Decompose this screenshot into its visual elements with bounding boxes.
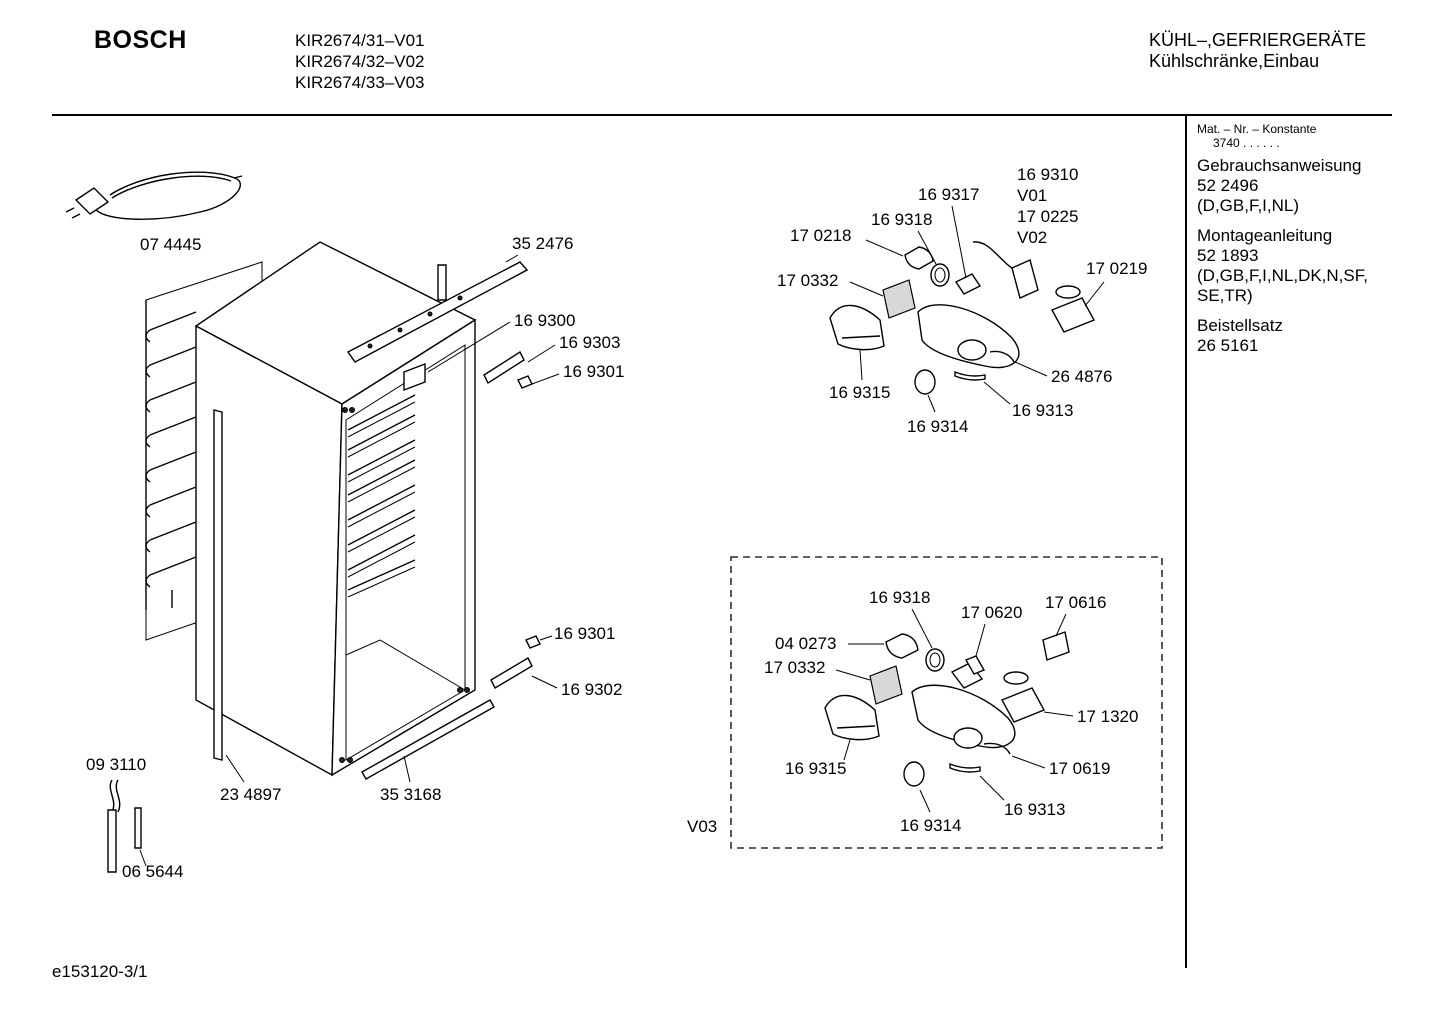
part-number: 17 0218 <box>790 226 851 245</box>
manual-languages: (D,GB,F,I,NL) <box>1197 196 1300 215</box>
part-number: 17 0332 <box>777 271 838 290</box>
hinge-bottom <box>490 635 541 689</box>
variant-label: V03 <box>687 817 717 836</box>
installation-languages: (D,GB,F,I,NL,DK,N,SF, <box>1197 266 1368 285</box>
part-number: 16 9310 <box>1017 165 1078 184</box>
installation-title: Montageanleitung <box>1197 226 1333 245</box>
part-number: 17 0219 <box>1086 259 1147 278</box>
model-number: KIR2674/33–V03 <box>295 73 425 92</box>
part-number: 09 3110 <box>86 755 146 774</box>
part-number: 16 9303 <box>559 333 620 352</box>
category-line: KÜHL–,GEFRIERGERÄTE <box>1149 30 1367 50</box>
part-number: 17 1320 <box>1077 707 1138 726</box>
brand-logo: BOSCH <box>94 26 187 54</box>
category-line: Kühlschränke,Einbau <box>1149 51 1320 71</box>
part-number: 16 9314 <box>900 816 961 835</box>
part-number: 16 9315 <box>785 759 846 778</box>
part-number: 04 0273 <box>775 634 836 653</box>
part-number: 16 9302 <box>561 680 622 699</box>
sidebar-info: Mat. – Nr. – Konstante 3740 . . . . . . … <box>1197 122 1387 356</box>
part-number: 16 9300 <box>514 311 575 330</box>
variant-label: V01 <box>1017 186 1047 205</box>
part-number: 16 9301 <box>563 362 624 381</box>
variant-label: V02 <box>1017 228 1047 247</box>
product-category: KÜHL–,GEFRIERGERÄTE Kühlschränke,Einbau <box>1149 30 1366 72</box>
drawing-id: e153120-3/1 <box>52 962 148 981</box>
mat-nr-value: 3740 . . . . . . <box>1213 136 1280 150</box>
model-number: KIR2674/31–V01 <box>295 31 425 50</box>
model-list: KIR2674/31–V01 KIR2674/32–V02 KIR2674/33… <box>295 30 425 93</box>
accessory-number: 26 5161 <box>1197 336 1259 355</box>
part-number: 16 9313 <box>1012 401 1073 420</box>
part-number: 17 0332 <box>764 658 825 677</box>
installation-languages: SE,TR) <box>1197 286 1253 305</box>
installation-number: 52 1893 <box>1197 246 1259 265</box>
manual-title: Gebrauchsanweisung <box>1197 156 1362 175</box>
part-number: 35 2476 <box>512 234 573 253</box>
top-rail <box>346 261 529 363</box>
part-number: 17 0619 <box>1049 759 1110 778</box>
accessory-block: Beistellsatz 26 5161 <box>1197 316 1387 356</box>
light-assembly-lower <box>824 631 1070 787</box>
sidebar-divider <box>1185 116 1187 968</box>
refrigerator-cabinet <box>194 241 477 777</box>
part-number: 26 4876 <box>1051 367 1112 386</box>
part-number: 16 9318 <box>869 588 930 607</box>
part-number: 16 9314 <box>907 417 968 436</box>
part-number: 16 9313 <box>1004 800 1065 819</box>
part-number: 17 0616 <box>1045 593 1106 612</box>
bottom-strip <box>361 699 495 780</box>
part-number: 07 4445 <box>140 235 201 254</box>
side-strip <box>213 409 223 761</box>
temperature-sensor-icon <box>107 779 142 873</box>
part-number: 06 5644 <box>122 862 183 881</box>
power-cord-icon <box>65 171 243 220</box>
mat-nr-label: Mat. – Nr. – Konstante <box>1197 122 1317 136</box>
part-number: 17 0620 <box>961 603 1022 622</box>
accessory-title: Beistellsatz <box>1197 316 1283 335</box>
manual-number: 52 2496 <box>1197 176 1259 195</box>
installation-block: Montageanleitung 52 1893 (D,GB,F,I,NL,DK… <box>1197 226 1387 306</box>
model-number: KIR2674/32–V02 <box>295 52 425 71</box>
variant-v03-box <box>730 556 1163 849</box>
part-number: 16 9318 <box>871 210 932 229</box>
hinge-top <box>403 350 533 392</box>
part-number: 35 3168 <box>380 785 441 804</box>
part-number: 16 9315 <box>829 383 890 402</box>
header-divider <box>52 114 1392 116</box>
manual-block: Gebrauchsanweisung 52 2496 (D,GB,F,I,NL) <box>1197 156 1387 216</box>
part-number: 16 9301 <box>554 624 615 643</box>
part-number: 17 0225 <box>1017 207 1078 226</box>
part-number: 23 4897 <box>220 785 281 804</box>
part-number: 16 9317 <box>918 185 979 204</box>
light-assembly-upper <box>829 241 1095 395</box>
